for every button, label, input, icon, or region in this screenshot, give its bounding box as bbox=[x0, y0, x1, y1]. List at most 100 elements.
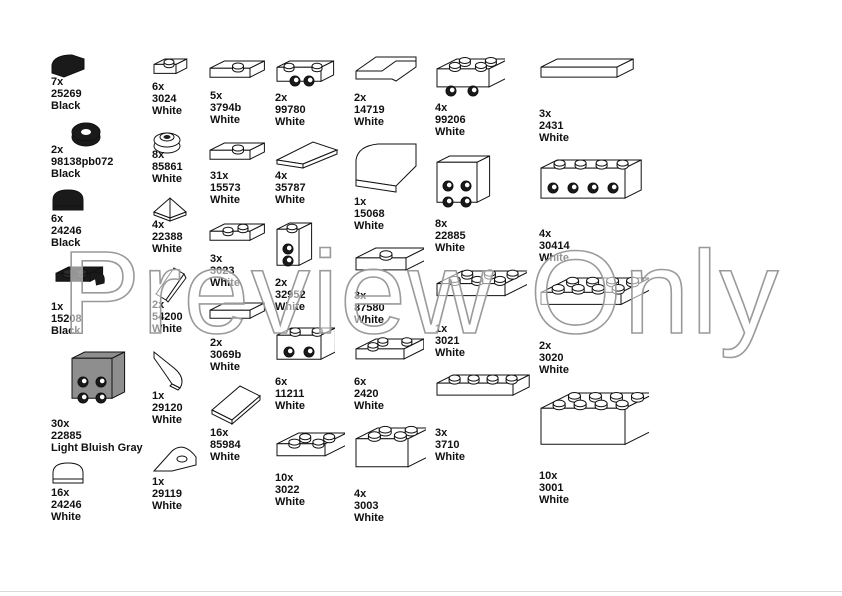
part-color: White bbox=[210, 451, 240, 463]
part-qty: 10x bbox=[539, 470, 558, 482]
quarter-tile-icon bbox=[50, 53, 88, 79]
part-id: 3022 bbox=[275, 484, 300, 496]
part-color: White bbox=[275, 496, 305, 508]
plate-1x1-icon bbox=[150, 53, 190, 85]
part-qty: 8x bbox=[152, 149, 165, 161]
part-color: White bbox=[435, 242, 465, 254]
part-id: 24246 bbox=[51, 499, 82, 511]
part-color: White bbox=[275, 116, 305, 128]
plate-1x2-icon bbox=[208, 218, 266, 252]
part-qty: 6x bbox=[354, 376, 367, 388]
part-id: 29119 bbox=[152, 488, 182, 500]
plate-2x2-icon bbox=[273, 427, 345, 475]
part-id: 11211 bbox=[275, 388, 305, 400]
wedge-tile-icon bbox=[273, 138, 341, 174]
brick-studs-side-icon bbox=[537, 154, 649, 210]
part-qty: 1x bbox=[152, 476, 165, 488]
part-qty: 4x bbox=[354, 488, 367, 500]
part-qty: 6x bbox=[275, 376, 288, 388]
part-id: 3001 bbox=[539, 482, 564, 494]
plate-2x4-icon bbox=[537, 272, 649, 328]
part-id: 3710 bbox=[435, 439, 460, 451]
part-id: 14719 bbox=[354, 104, 385, 116]
part-color: White bbox=[539, 364, 569, 376]
half-round-tile-icon bbox=[50, 188, 86, 214]
part-id: 54200 bbox=[152, 311, 183, 323]
part-color: White bbox=[354, 512, 384, 524]
part-color: White bbox=[210, 114, 240, 126]
wedge-left-icon bbox=[150, 437, 202, 477]
part-qty: 3x bbox=[435, 427, 448, 439]
tile-1x2-icon bbox=[208, 297, 266, 329]
brick-studs-side-icon bbox=[273, 322, 335, 368]
part-qty: 3x bbox=[354, 290, 367, 302]
part-id: 99206 bbox=[435, 114, 466, 126]
jumper-plate-icon bbox=[208, 55, 266, 89]
part-id: 85861 bbox=[152, 161, 183, 173]
corner-plate-icon bbox=[352, 333, 424, 379]
part-id: 22885 bbox=[51, 430, 82, 442]
part-color: White bbox=[539, 252, 569, 264]
part-color: Light Bluish Gray bbox=[51, 442, 143, 454]
part-color: Black bbox=[51, 325, 81, 337]
part-qty: 6x bbox=[152, 81, 165, 93]
part-color: White bbox=[152, 105, 182, 117]
plate-clip-icon bbox=[50, 261, 110, 295]
part-qty: 16x bbox=[51, 487, 70, 499]
part-qty: 4x bbox=[152, 219, 165, 231]
part-id: 3003 bbox=[354, 500, 379, 512]
part-id: 3020 bbox=[539, 352, 564, 364]
part-qty: 16x bbox=[210, 427, 229, 439]
part-qty: 31x bbox=[210, 170, 229, 182]
part-id: 22885 bbox=[435, 230, 466, 242]
part-color: White bbox=[275, 400, 305, 412]
part-qty: 6x bbox=[51, 213, 64, 225]
page-divider bbox=[0, 591, 842, 592]
bracket-plate-icon bbox=[433, 53, 505, 105]
round-tile-icon bbox=[68, 121, 104, 149]
part-color: White bbox=[152, 414, 182, 426]
part-qty: 2x bbox=[152, 299, 165, 311]
part-qty: 4x bbox=[435, 102, 448, 114]
part-qty: 5x bbox=[210, 90, 223, 102]
part-color: White bbox=[435, 451, 465, 463]
round-plate-open-stud-icon bbox=[150, 126, 184, 156]
part-id: 15208 bbox=[51, 313, 82, 325]
part-color: White bbox=[354, 220, 384, 232]
part-id: 29120 bbox=[152, 402, 183, 414]
part-color: Black bbox=[51, 100, 81, 112]
part-color: White bbox=[275, 194, 305, 206]
part-color: White bbox=[354, 400, 384, 412]
part-color: White bbox=[435, 126, 465, 138]
part-qty: 2x bbox=[354, 92, 367, 104]
part-id: 15573 bbox=[210, 182, 241, 194]
brick-studs-side-icon bbox=[433, 152, 495, 216]
part-color: White bbox=[51, 511, 81, 523]
wedge-right-icon bbox=[150, 348, 190, 392]
part-qty: 1x bbox=[51, 301, 64, 313]
part-qty: 2x bbox=[51, 144, 64, 156]
